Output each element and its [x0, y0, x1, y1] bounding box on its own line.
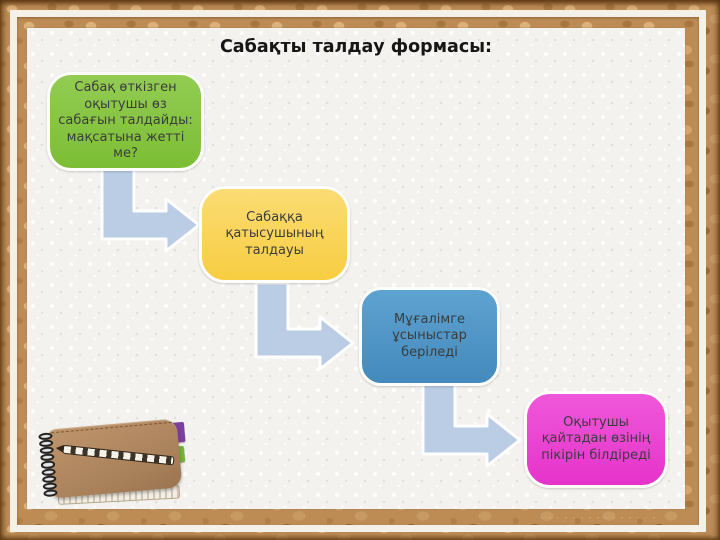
flow-step-teacher-final-opinion: Оқытушы қайтадан өзінің пікірін білдіред… — [524, 391, 668, 488]
watermark — [539, 513, 657, 524]
flow-step-teacher-self-analysis: Сабақ өткізген оқытушы өз сабағын талдай… — [47, 72, 204, 171]
elbow-arrow-icon — [421, 378, 522, 468]
frame-white-stripe: Сабақты талдау формасы: — [10, 10, 706, 532]
elbow-arrow-icon — [254, 281, 355, 371]
connector-arrow-1 — [98, 163, 203, 255]
flow-step-participant-analysis: Сабаққа қатысушының талдауы — [199, 186, 350, 283]
connector-arrow-2 — [252, 281, 357, 373]
connector-arrow-3 — [419, 378, 524, 470]
flow-step-suggestions-given: Мұғалімге ұсыныстар беріледі — [359, 287, 500, 386]
leather-border-inner: Сабақты талдау формасы: — [17, 17, 699, 525]
elbow-arrow-icon — [100, 163, 201, 253]
slide-title: Сабақты талдау формасы: — [219, 37, 493, 57]
slide-canvas: Сабақты талдау формасы: — [27, 28, 685, 509]
notebook-illustration — [38, 416, 190, 508]
